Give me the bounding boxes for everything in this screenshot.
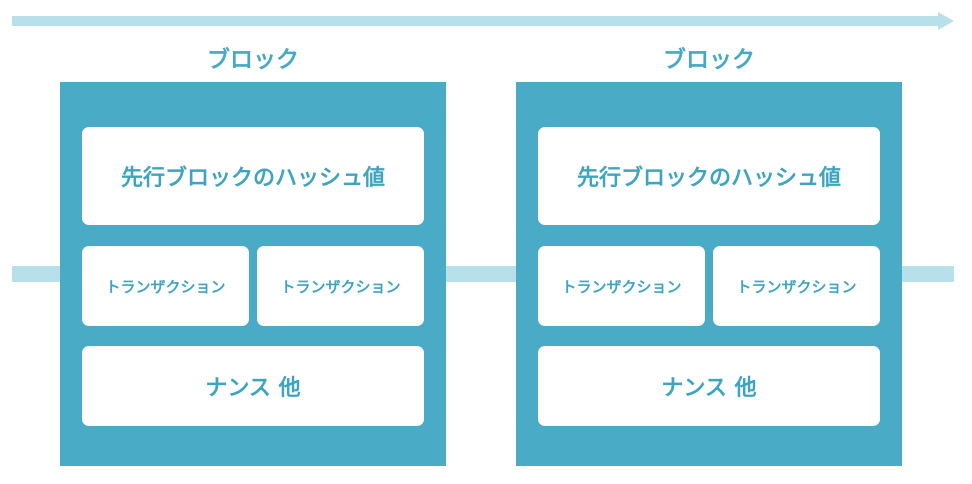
prev-hash-cell: 先行ブロックのハッシュ値: [538, 127, 880, 225]
transaction-cell: トランザクション: [713, 246, 880, 326]
block-title: ブロック: [207, 47, 299, 73]
time-arrow-line: [12, 16, 942, 26]
transaction-cell: トランザクション: [257, 246, 424, 326]
transaction-cell: トランザクション: [82, 246, 249, 326]
block-title: ブロック: [663, 47, 755, 73]
chain-link-middle: [446, 266, 516, 282]
chain-link-right: [902, 266, 954, 282]
time-arrow-head-icon: [938, 12, 954, 30]
block: 先行ブロックのハッシュ値 トランザクション トランザクション ナンス 他: [60, 82, 446, 466]
nonce-cell: ナンス 他: [538, 346, 880, 426]
chain-link-left: [12, 266, 60, 282]
transaction-cell: トランザクション: [538, 246, 705, 326]
prev-hash-cell: 先行ブロックのハッシュ値: [82, 127, 424, 225]
block: 先行ブロックのハッシュ値 トランザクション トランザクション ナンス 他: [516, 82, 902, 466]
nonce-cell: ナンス 他: [82, 346, 424, 426]
